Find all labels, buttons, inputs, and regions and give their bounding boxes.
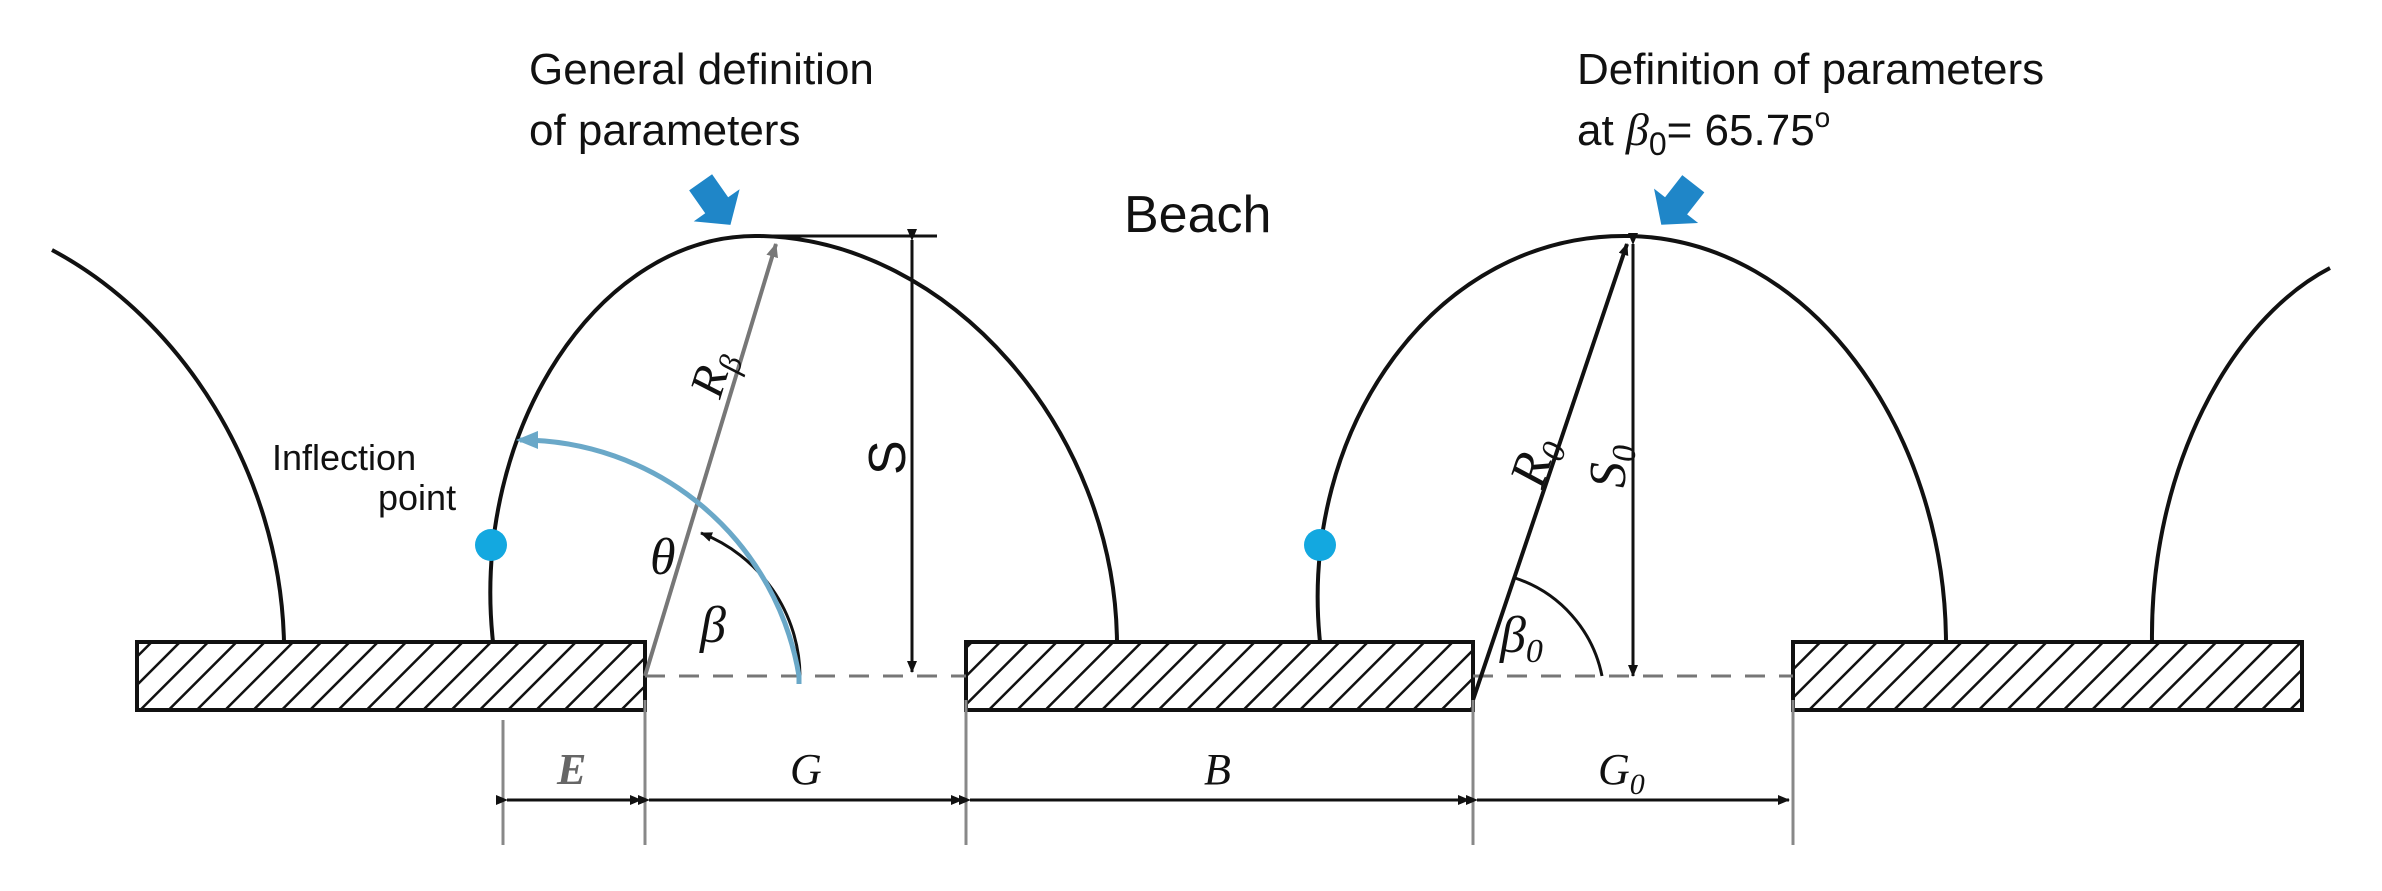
beta-label: β [699,597,726,654]
caption-beta0-subscript: 0 [1649,126,1667,162]
caption-beta0-value: = 65.75 [1667,106,1815,155]
caption-beta0-line2: at β0= 65.75o [1577,102,1830,162]
inflection-label-line1: Inflection [272,437,416,478]
theta-label: θ [650,529,676,586]
beta0-angle-arc [1514,576,1604,677]
caption-beta0-symbol: β [1625,104,1649,155]
inflection-point-dot-2 [1304,529,1336,561]
theta-angle-arc [516,430,802,684]
beta-angle-arc [700,531,802,677]
caption-general-line2: of parameters [529,106,800,155]
pointer-arrow-general [689,174,740,225]
r-beta-line [643,243,778,677]
inflection-point-dot-1 [475,529,507,561]
beach-curve-right-partial [2149,266,2331,643]
base-block-1 [135,640,647,712]
caption-beta0-prefix: at [1577,106,1626,155]
s-label: S [859,440,917,475]
r0-line [1471,243,1629,701]
dim-label-g: G [790,745,822,794]
inflection-label-line2: point [378,477,456,518]
pointer-arrow-beta0 [1654,175,1705,225]
base-block-3 [1791,640,2304,712]
beach-curve-left-partial [51,248,286,643]
beta0-label: β0 [1499,607,1543,670]
dim-label-g0: G0 [1598,745,1645,801]
beach-curve-1 [488,233,1119,643]
r-beta-label: Rβ [680,344,750,406]
dim-label-e: E [556,745,586,794]
caption-beta0-degree: o [1815,102,1831,133]
dim-label-b: B [1204,745,1231,794]
beach-label: Beach [1124,186,1271,244]
caption-general-line1: General definition [529,45,874,94]
caption-beta0-line1: Definition of parameters [1577,45,2044,94]
base-block-2 [964,640,1475,712]
s0-label: S0 [1580,445,1643,488]
